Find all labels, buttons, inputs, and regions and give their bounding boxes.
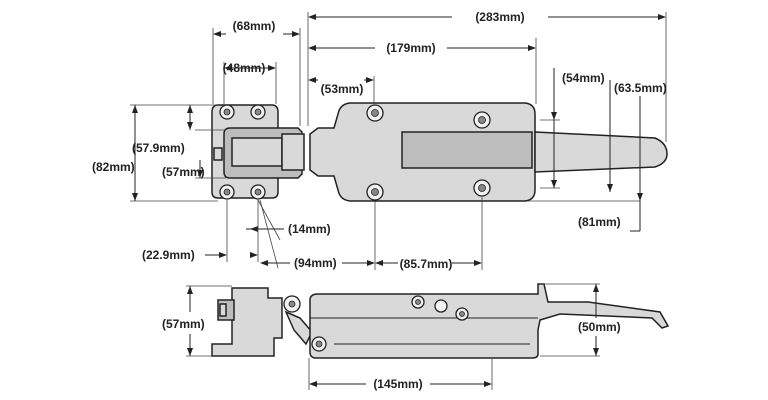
dim-height-57: (57mm) (162, 165, 205, 179)
strike-side-view (211, 287, 313, 357)
dim-width-14: (14mm) (288, 222, 331, 236)
dim-handle-to-strike: (179mm) (386, 41, 435, 55)
dim-width-85-7: (85.7mm) (400, 257, 453, 271)
dim-width-22-9: (22.9mm) (142, 248, 195, 262)
dim-height-54: (54mm) (562, 71, 605, 85)
dim-side-length-145: (145mm) (373, 377, 422, 391)
strike-top-view (211, 104, 305, 200)
dim-height-63-5: (63.5mm) (614, 81, 667, 95)
dim-side-height-57: (57mm) (162, 317, 205, 331)
latch-top-view (309, 102, 668, 202)
dim-height-57-9: (57.9mm) (132, 141, 185, 155)
latch-side-view (309, 283, 670, 359)
dim-height-81: (81mm) (578, 215, 621, 229)
dim-strike-inner: (48mm) (223, 61, 266, 75)
dim-strike-width: (68mm) (233, 19, 276, 33)
dim-width-94: (94mm) (294, 256, 337, 270)
dim-overall-length: (283mm) (475, 10, 524, 24)
dim-side-height-50: (50mm) (578, 320, 621, 334)
dim-height-82: (82mm) (92, 160, 135, 174)
dim-latch-offset: (53mm) (321, 82, 364, 96)
